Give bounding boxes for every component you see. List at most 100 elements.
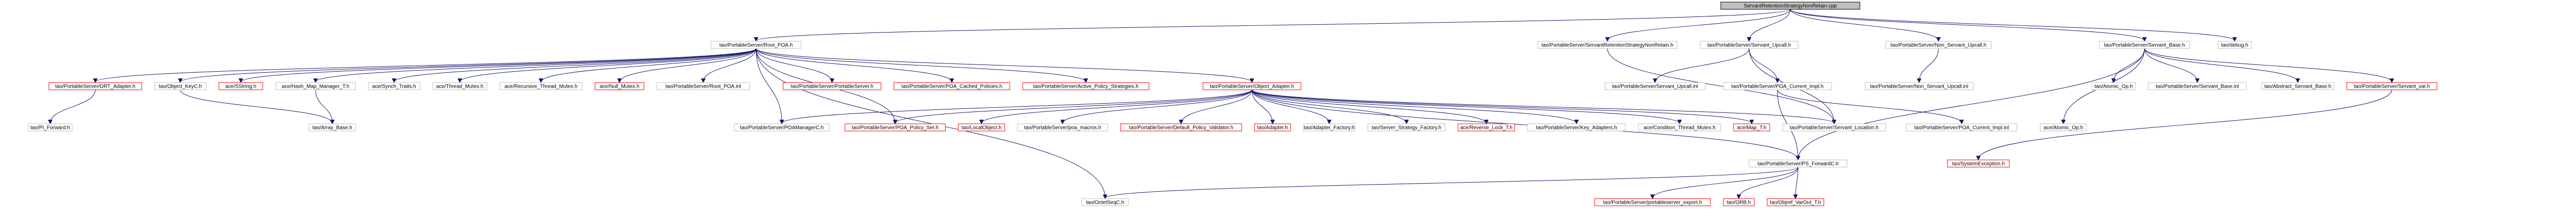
node-tao-portableserver-servant-upcall-h[interactable]: tao/PortableServer/Servant_Upcall.h (1700, 41, 1799, 49)
node-tao-debug-h[interactable]: tao/debug.h (2217, 41, 2252, 49)
edge-tao-portableserver-root-poa-h-to-ace-null-mutex-h (620, 48, 756, 82)
node-ace-sstring-h[interactable]: ace/SString.h (218, 82, 263, 90)
node-tao-systemexception-h[interactable]: tao/SystemException.h (1947, 159, 2010, 168)
node-tao-object-keyc-h[interactable]: tao/Object_KeyC.h (154, 82, 207, 90)
edge-tao-portableserver-servant-upcall-h-to-tao-portableserver-servant-upcall-inl (1655, 48, 1750, 82)
node-tao-abstract-servant-base-h[interactable]: tao/Abstract_Servant_Base.h (2261, 82, 2334, 90)
edge-tao-portableserver-root-poa-h-to-tao-portableserver-active-policy-strategies-h (756, 48, 1086, 82)
node-tao-portableserver-poa-cached-policies-h[interactable]: tao/PortableServer/POA_Cached_Policies.h (893, 82, 1010, 90)
node-tao-adapter-h[interactable]: tao/Adapter.h (1254, 123, 1291, 132)
edge-tao-portableserver-object-adapter-h-to-tao-portableserver-poa-macros-h (1063, 89, 1252, 123)
edge-tao-portableserver-ps-forwardc-h-to-tao-objref-varout-t-h (1795, 167, 1799, 198)
node-ace-hash-map-manager-t-h[interactable]: ace/Hash_Map_Manager_T.h (275, 82, 356, 90)
node-tao-portableserver-object-adapter-h[interactable]: tao/PortableServer/Object_Adapter.h (1202, 82, 1301, 90)
node-ace-condition-thread-mutex-h[interactable]: ace/Condition_Thread_Mutex.h (1638, 123, 1721, 132)
node-tao-portableserver-portableserver-h[interactable]: tao/PortableServer/PortableServer.h (783, 82, 882, 90)
edge-tao-portableserver-servant-base-h-to-tao-abstract-servant-base-h (2144, 48, 2298, 82)
node-tao-portableserver-non-servant-upcall-inl[interactable]: tao/PortableServer/Non_Servant_Upcall.in… (1865, 82, 1974, 90)
node-label: tao/PortableServer/POAManagerC.h (740, 125, 823, 131)
edge-tao-portableserver-object-adapter-h-to-tao-portableserver-poa-policy-set-h (895, 89, 1252, 123)
node-ace-recursive-thread-mutex-h[interactable]: ace/Recursive_Thread_Mutex.h (499, 82, 583, 90)
edge-tao-portableserver-object-adapter-h-to-ace-condition-thread-mutex-h (1251, 89, 1680, 123)
node-tao-portableserver-key-adapters-h[interactable]: tao/PortableServer/Key_Adapters.h (1527, 123, 1626, 132)
node-ace-thread-mutex-h[interactable]: ace/Thread_Mutex.h (432, 82, 487, 90)
node-tao-portableserver-servant-base-h[interactable]: tao/PortableServer/Servant_Base.h (2099, 41, 2190, 49)
node-label: tao/LocalObject.h (961, 125, 1002, 131)
node-label: tao/PortableServer/poa_macros.h (1024, 125, 1101, 131)
node-label: ace/Null_Mutex.h (600, 84, 639, 90)
node-tao-objref-varout-t-h[interactable]: tao/Objref_VarOut_T.h (1767, 198, 1824, 206)
node-label: tao/Array_Base.h (312, 125, 352, 131)
node-label: tao/Adapter.h (1257, 125, 1288, 131)
node-label: ace/Synch_Traits.h (372, 84, 416, 90)
edge-tao-portableserver-object-adapter-h-to-ace-map-t-h (1251, 89, 1752, 123)
node-tao-portableserver-servant-var-h[interactable]: tao/PortableServer/Servant_var.h (2346, 82, 2437, 90)
edge-tao-portableserver-root-poa-h-to-ace-thread-mutex-h (460, 48, 756, 82)
node-tao-localobject-h[interactable]: tao/LocalObject.h (958, 123, 1005, 132)
node-tao-orb-h[interactable]: tao/ORB.h (1723, 198, 1755, 206)
node-tao-portableserver-poa-current-impl-h[interactable]: tao/PortableServer/POA_Current_Impl.h (1723, 82, 1832, 90)
node-ace-null-mutex-h[interactable]: ace/Null_Mutex.h (595, 82, 645, 90)
node-tao-portableserver-servant-location-h[interactable]: tao/PortableServer/Servant_Location.h (1782, 123, 1886, 132)
edge-tao-portableserver-object-adapter-h-to-ace-reverse-lock-t-h (1251, 89, 1486, 123)
edge-tao-portableserver-root-poa-h-to-tao-octetseqc-h (756, 48, 1106, 198)
node-tao-portableserver-poamanagerc-h[interactable]: tao/PortableServer/POAManagerC.h (734, 123, 830, 132)
node-tao-octetseqc-h[interactable]: tao/OctetSeqC.h (1081, 198, 1129, 206)
edge-tao-portableserver-ps-forwardc-h-to-tao-portableserver-portableserver-export-h (1653, 167, 1799, 198)
node-label: tao/OctetSeqC.h (1086, 200, 1124, 206)
node-label: tao/PortableServer/Default_Policy_Valida… (1129, 125, 1233, 131)
node-tao-array-base-h[interactable]: tao/Array_Base.h (309, 123, 356, 132)
node-label: ace/Hash_Map_Manager_T.h (282, 84, 349, 90)
edge-servantretentionstrategynonretain-cpp-to-tao-portableserver-servant-upcall-h (1749, 9, 1791, 41)
graph-edges (50, 9, 2392, 198)
node-tao-portableserver-root-poa-inl[interactable]: tao/PortableServer/Root_POA.inl (656, 82, 750, 90)
edge-tao-portableserver-root-poa-h-to-tao-object-keyc-h (180, 48, 756, 82)
node-label: tao/PortableServer/Servant_var.h (2354, 84, 2430, 90)
node-label: tao/PortableServer/ServantRetentionStrat… (1541, 43, 1673, 48)
node-ace-reverse-lock-t-h[interactable]: ace/Reverse_Lock_T.h (1458, 123, 1515, 132)
edge-tao-portableserver-object-adapter-h-to-tao-adapter-h (1251, 89, 1273, 123)
node-label: ace/Thread_Mutex.h (436, 84, 484, 90)
node-tao-portableserver-ps-forwardc-h[interactable]: tao/PortableServer/PS_ForwardC.h (1749, 159, 1848, 168)
edge-tao-portableserver-object-adapter-h-to-tao-portableserver-poamanagerc-h (782, 89, 1252, 123)
node-tao-portableserver-portableserver-export-h[interactable]: tao/PortableServer/portableserver_export… (1594, 198, 1711, 206)
edge-tao-portableserver-ps-forwardc-h-to-tao-octetseqc-h (1105, 167, 1799, 198)
node-tao-adapter-factory-h[interactable]: tao/Adapter_Factory.h (1303, 123, 1355, 132)
edge-ace-hash-map-manager-t-h-to-tao-array-base-h (315, 89, 333, 123)
node-tao-portableserver-root-poa-h[interactable]: tao/PortableServer/Root_POA.h (710, 41, 802, 49)
edge-tao-portableserver-servant-base-h-to-tao-portableserver-servant-base-inl (2144, 48, 2198, 82)
node-tao-portableserver-ort-adapter-h[interactable]: tao/PortableServer/ORT_Adapter.h (48, 82, 142, 90)
node-tao-portableserver-servant-base-inl[interactable]: tao/PortableServer/Servant_Base.inl (2148, 82, 2247, 90)
node-label: tao/PortableServer/Active_Policy_Strateg… (1033, 84, 1139, 90)
node-tao-atomic-op-h[interactable]: tao/Atomic_Op.h (2091, 82, 2136, 90)
node-label: tao/PortableServer/Servant_Upcall.h (1707, 43, 1791, 48)
node-tao-portableserver-poa-macros-h[interactable]: tao/PortableServer/poa_macros.h (1017, 123, 1108, 132)
node-tao-portableserver-servant-upcall-inl[interactable]: tao/PortableServer/Servant_Upcall.inl (1604, 82, 1706, 90)
node-tao-server-strategy-factory-h[interactable]: tao/Server_Strategy_Factory.h (1367, 123, 1446, 132)
node-tao-portableserver-poa-policy-set-h[interactable]: tao/PortableServer/POA_Policy_Set.h (844, 123, 946, 132)
edge-tao-portableserver-root-poa-h-to-tao-portableserver-root-poa-inl (703, 48, 756, 82)
node-label: tao/Server_Strategy_Factory.h (1371, 125, 1441, 131)
node-tao-pi-forward-h[interactable]: tao/PI_Forward.h (28, 123, 73, 132)
node-label: ace/Reverse_Lock_T.h (1460, 125, 1513, 131)
node-label: tao/Object_KeyC.h (159, 84, 202, 90)
node-label: tao/PortableServer/portableserver_export… (1603, 200, 1702, 206)
node-ace-synch-traits-h[interactable]: ace/Synch_Traits.h (368, 82, 420, 90)
node-label: tao/PortableServer/Root_POA.inl (666, 84, 741, 90)
node-tao-portableserver-poa-current-impl-inl[interactable]: tao/PortableServer/POA_Current_Impl.inl (1906, 123, 2018, 132)
node-label: tao/PortableServer/PS_ForwardC.h (1757, 161, 1838, 167)
node-tao-portableserver-default-policy-validator-h[interactable]: tao/PortableServer/Default_Policy_Valida… (1120, 123, 1242, 132)
node-servantretentionstrategynonretain-cpp: ServantRetentionStrategyNonRetain.cpp (1720, 2, 1860, 10)
node-label: tao/PortableServer/PortableServer.h (791, 84, 874, 90)
node-label: ace/Atomic_Op.h (2044, 125, 2083, 131)
node-ace-atomic-op-h[interactable]: ace/Atomic_Op.h (2040, 123, 2087, 132)
node-ace-map-t-h[interactable]: ace/Map_T.h (1733, 123, 1770, 132)
node-tao-portableserver-active-policy-strategies-h[interactable]: tao/PortableServer/Active_Policy_Strateg… (1022, 82, 1149, 90)
node-tao-portableserver-non-servant-upcall-h[interactable]: tao/PortableServer/Non_Servant_Upcall.h (1885, 41, 1992, 49)
node-label: tao/debug.h (2221, 43, 2248, 48)
node-label: ace/Recursive_Thread_Mutex.h (504, 84, 578, 90)
node-label: tao/PortableServer/ORT_Adapter.h (55, 84, 135, 90)
node-tao-portableserver-servantretentionstrategynonretain-h[interactable]: tao/PortableServer/ServantRetentionStrat… (1537, 41, 1677, 49)
edge-servantretentionstrategynonretain-cpp-to-tao-portableserver-servantretentionstrategynonretain-h (1607, 9, 1791, 41)
edge-tao-portableserver-servant-base-h-to-tao-portableserver-servant-var-h (2144, 48, 2392, 82)
